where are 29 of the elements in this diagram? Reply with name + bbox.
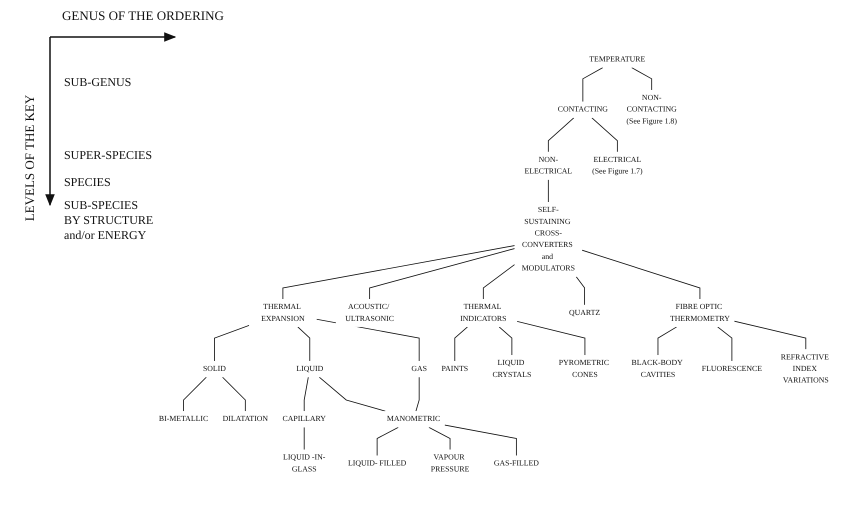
connector — [548, 179, 549, 202]
connector — [297, 326, 310, 362]
connector — [576, 276, 585, 306]
level-label: SPECIES — [64, 175, 112, 190]
connector — [222, 376, 246, 412]
axis-label: LEVELS OF THE KEY — [22, 94, 38, 224]
connector — [717, 326, 732, 362]
connector — [369, 248, 516, 300]
connector — [428, 426, 450, 450]
connector — [516, 320, 586, 356]
connector — [304, 426, 305, 450]
connector — [482, 264, 516, 300]
connector — [454, 326, 468, 362]
level-label: SUPER-SPECIES — [64, 148, 154, 163]
connector — [444, 424, 517, 456]
connector — [734, 320, 806, 350]
connector — [183, 376, 207, 412]
level-label: SUB-GENUS — [64, 75, 132, 90]
axis-label: GENUS OF THE ORDERING — [62, 8, 224, 24]
connector — [318, 376, 386, 412]
connector — [582, 250, 700, 300]
connector — [498, 326, 512, 356]
connector — [548, 117, 574, 152]
connector — [631, 67, 652, 90]
connector — [416, 376, 420, 412]
connector — [282, 245, 516, 300]
level-label: SUB-SPECIES BY STRUCTURE and/or ENERGY — [64, 198, 154, 243]
connector — [591, 117, 618, 152]
connector — [304, 376, 309, 412]
